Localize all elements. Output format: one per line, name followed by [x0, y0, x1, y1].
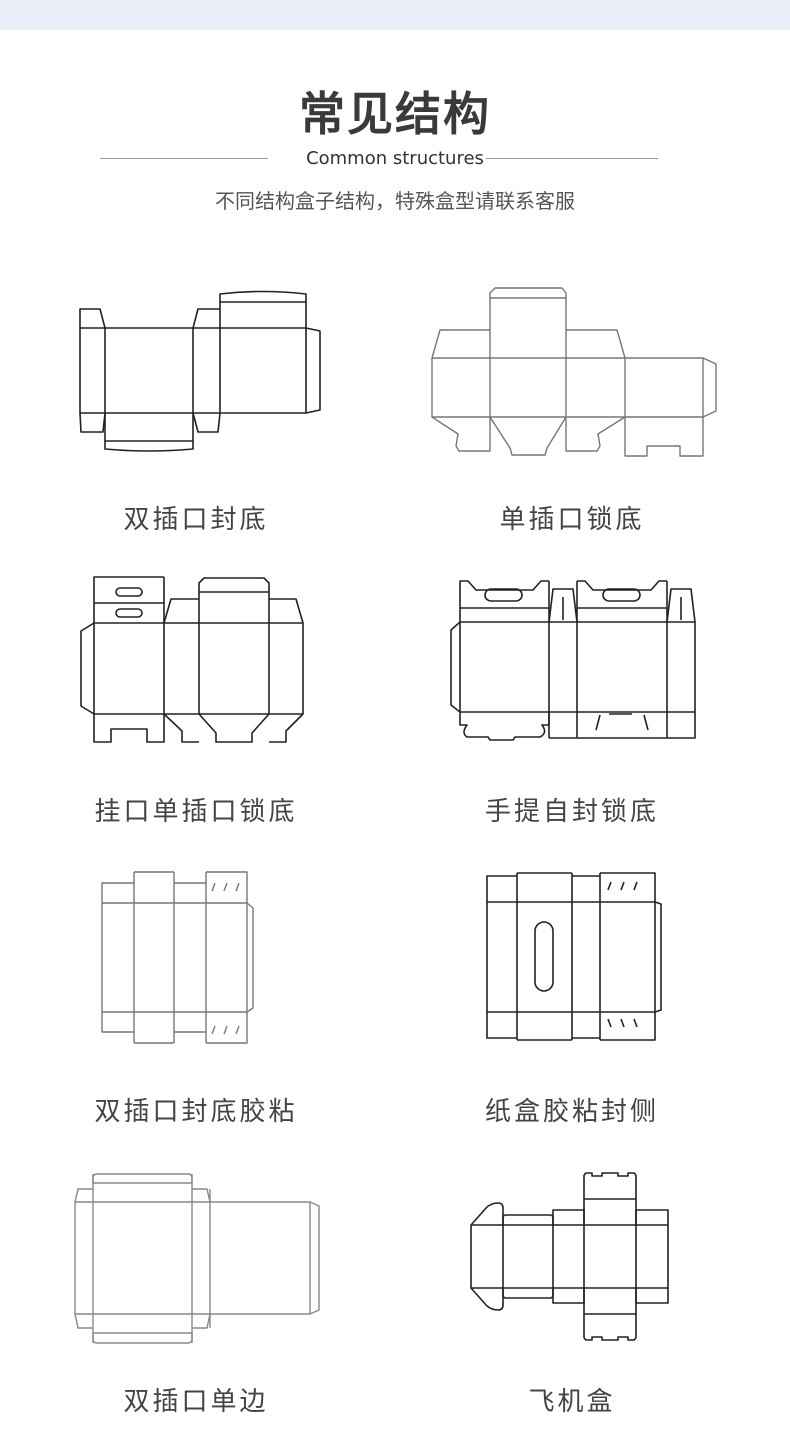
- double-tuck-single-side-diagram: [74, 1173, 320, 1344]
- structure-label: 双插口封底: [123, 505, 269, 535]
- hang-tab-lock-bottom-diagram: [80, 576, 304, 743]
- divider-left: [100, 158, 268, 159]
- description: 不同结构盒子结构，特殊盒型请联系客服: [215, 189, 575, 213]
- structure-label: 纸盒胶粘封侧: [484, 1097, 659, 1127]
- structure-label: 双插口封底胶粘: [94, 1097, 298, 1127]
- page-title: 常见结构: [299, 87, 491, 141]
- single-tuck-lock-bottom-diagram: [431, 287, 717, 457]
- double-tuck-diagram: [79, 290, 321, 452]
- structure-label: 手提自封锁底: [484, 797, 659, 827]
- structure-label: 单插口锁底: [499, 505, 645, 535]
- structure-label: 飞机盒: [528, 1387, 616, 1417]
- glued-side-box-diagram: [486, 872, 662, 1041]
- divider-right: [486, 158, 658, 159]
- structure-label: 双插口单边: [123, 1387, 269, 1417]
- english-subtitle: Common structures: [306, 148, 484, 169]
- top-band: [0, 0, 790, 30]
- handle-lock-bottom-diagram: [450, 580, 696, 741]
- structure-label: 挂口单插口锁底: [94, 797, 298, 827]
- double-tuck-glued-diagram: [101, 871, 254, 1044]
- mailer-box-diagram: [470, 1172, 669, 1341]
